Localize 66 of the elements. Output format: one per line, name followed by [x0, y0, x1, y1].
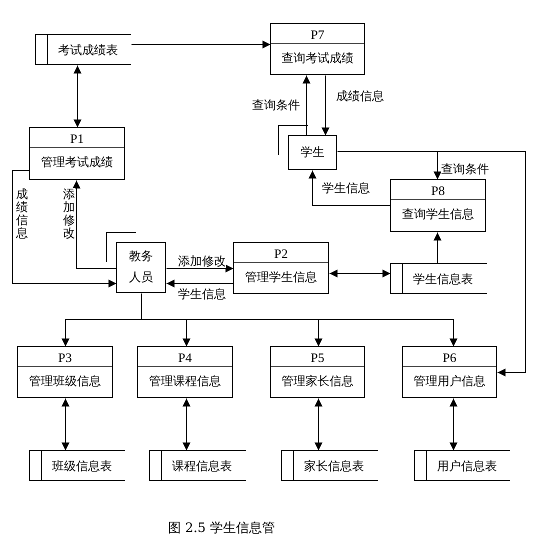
arrow [74, 65, 82, 128]
process-number: P2 [273, 247, 289, 261]
arrow [182, 398, 190, 451]
process-box [29, 127, 125, 180]
process-box [390, 179, 486, 232]
arrow [166, 264, 234, 272]
process-name: 管理班级信息 [28, 373, 102, 389]
process-name: 管理用户信息 [412, 373, 486, 389]
external-entity [106, 232, 166, 293]
external-entity [278, 125, 337, 170]
process-number: P1 [69, 132, 85, 146]
data-store [414, 450, 510, 481]
store-name: 用户信息表 [437, 458, 497, 474]
edge-label: 查询条件 [441, 162, 489, 176]
process-box [137, 346, 233, 398]
data-store [281, 450, 378, 481]
arrow [337, 151, 526, 376]
arrow [131, 40, 271, 48]
process-name: 管理学生信息 [244, 269, 318, 285]
arrow [12, 170, 117, 288]
arrow [72, 180, 117, 269]
process-name: 查询考试成绩 [280, 50, 354, 66]
arrow [62, 398, 70, 451]
caption: 图 2.5 学生信息管 [168, 520, 275, 537]
process-number: P7 [310, 28, 326, 42]
edge-label: 学生信息 [322, 181, 370, 195]
process-name: 查询学生信息 [401, 206, 475, 222]
process-number: P6 [442, 351, 458, 365]
edge-label: 添加修改 [63, 188, 75, 240]
process-box [17, 346, 113, 398]
data-store [390, 263, 487, 294]
arrow [329, 270, 391, 278]
store-name: 家长信息表 [304, 458, 364, 474]
process-number: P5 [310, 351, 326, 365]
process-name: 管理家长信息 [280, 373, 354, 389]
arrow [434, 232, 442, 264]
process-box [270, 346, 365, 398]
store-name: 学生信息表 [413, 271, 473, 287]
arrow [302, 75, 310, 136]
process-name: 管理考试成绩 [40, 154, 114, 170]
data-store [29, 450, 125, 481]
data-store [35, 34, 131, 65]
store-name: 考试成绩表 [58, 42, 118, 58]
edge-label: 添加修改 [178, 254, 226, 268]
arrow [308, 170, 391, 206]
process-box [270, 23, 365, 75]
store-name: 课程信息表 [172, 458, 232, 474]
process-number: P4 [177, 351, 193, 365]
edge-label: 成绩信息 [16, 188, 28, 240]
store-name: 班级信息表 [52, 458, 112, 474]
arrow [314, 398, 322, 451]
process-box [233, 242, 329, 294]
arrow [166, 280, 234, 288]
arrow [322, 75, 330, 136]
entity-name: 教务人员 [128, 248, 154, 286]
edge-label: 成绩信息 [336, 89, 384, 103]
edge-label: 查询条件 [252, 98, 300, 112]
arrow [141, 293, 458, 347]
process-number: P3 [57, 351, 73, 365]
process-number: P8 [430, 184, 446, 198]
process-box [402, 346, 497, 398]
data-store [149, 450, 246, 481]
entity-name: 学生 [300, 144, 326, 161]
process-name: 管理课程信息 [148, 373, 222, 389]
edge-label: 学生信息 [178, 287, 226, 301]
arrow [450, 398, 458, 451]
